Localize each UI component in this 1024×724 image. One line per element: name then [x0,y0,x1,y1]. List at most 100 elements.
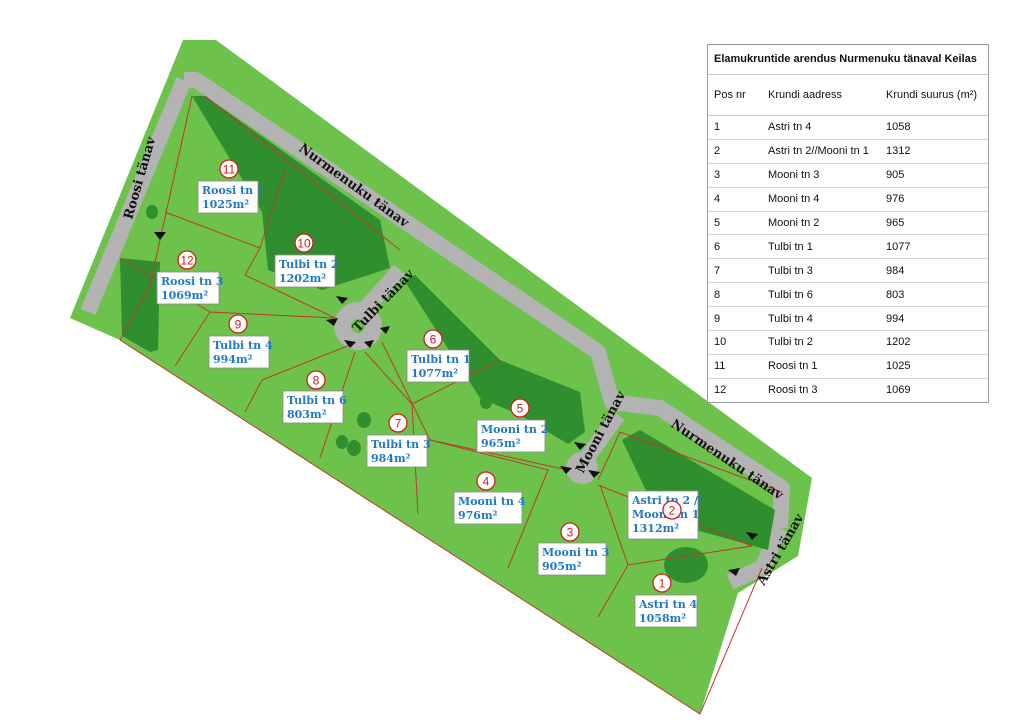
cell-size: 976 [880,187,988,212]
plot-address-text: Mooni tn 3 [542,546,609,559]
plot-area-text: 1077m² [411,367,458,380]
cell-address: Mooni tn 2 [762,211,880,236]
cell-pos: 7 [708,258,762,284]
badge-circle [560,522,580,542]
badge-circle [177,250,197,270]
cell-size: 1312 [880,139,988,164]
plot-address-text: Roosi tn 3 [161,275,224,288]
legend-title: Elamukruntide arendus Nurmenuku tänaval … [708,45,988,75]
plot-number: 11 [223,163,236,177]
plot-number-badge: 12 [177,250,197,270]
plot-number-badge: 9 [228,314,248,334]
plot-area-text: 984m² [371,452,411,465]
header-address: Krundi aadress [762,75,880,116]
plot-address-text: Tulbi tn 6 [287,394,347,407]
forest-area [192,96,390,290]
plot-area-text: 994m² [213,353,253,366]
cell-size: 965 [880,211,988,236]
cell-pos: 2 [708,139,762,164]
plot-address-text: Astri tn 4 [638,598,698,611]
plot-number: 8 [313,374,320,388]
plot-label-box [406,349,470,383]
plot-number-badge: 5 [510,398,530,418]
badge-circle [423,329,443,349]
tree [336,435,348,449]
cell-size: 994 [880,306,988,332]
plot-number-badge: 4 [476,471,496,491]
plot-label-box [453,491,523,525]
plot-number: 12 [180,254,194,268]
badge-circle [228,314,248,334]
badge-circle [476,471,496,491]
cell-address: Tulbi tn 6 [762,282,880,308]
plot-number-badge: 10 [294,233,314,253]
badge-circle [219,159,239,179]
header-pos: Pos nr [708,75,762,116]
cell-size: 984 [880,258,988,284]
plot-number-badge: 8 [306,370,326,390]
cell-address: Roosi tn 1 [762,354,880,379]
plot-number-badge: 11 [219,159,239,179]
plot-label-box [366,434,428,468]
turning-circle-tulbi-inner [351,319,365,333]
cell-pos: 12 [714,384,727,397]
plot-legend-table: Elamukruntide arendus Nurmenuku tänaval … [707,44,989,403]
access-arrows [154,232,758,576]
cell-size: 1202 [880,330,988,355]
badge-circle [388,413,408,433]
cell-address: Tulbi tn 3 [762,258,880,284]
plot-area-text: 1058m² [639,612,686,625]
cell-pos: 3 [708,163,762,188]
cell-size: 803 [880,282,988,308]
plot-address-text: Astri tn 2 // [631,494,703,507]
header-size: Krundi suurus (m²) [880,75,988,116]
tree [357,412,371,428]
cell-size: 1058 [880,115,988,140]
cell-pos: 1 [708,115,762,140]
plot-address-text: Tulbi tn 4 [213,339,273,352]
plot-area-text: 803m² [287,408,327,421]
cell-pos: 5 [708,211,762,236]
tree [480,395,492,409]
plot-address-text: Mooni tn 2 [481,423,548,436]
plot-number-badge: 2 [662,500,682,520]
plot-number: 2 [669,504,676,518]
cell-address: Tulbi tn 1 [762,234,880,260]
plot-number: 3 [567,526,574,540]
cell-size: 1025 [880,354,988,379]
cell-address: Astri tn 4 [762,115,880,140]
plot-label-box [197,180,259,214]
tree [347,440,361,456]
plot-area-text: 1202m² [279,272,326,285]
plot-label-box [627,490,699,540]
badge-circle [662,500,682,520]
cell-pos: 10 [708,330,762,355]
forest-area [404,275,585,444]
plot-area-text: 905m² [542,560,582,573]
turning-circle-mooni [566,452,598,484]
plot-address-text: Tulbi tn 3 [371,438,431,451]
plot-address-text: Tulbi tn 2 [279,258,339,271]
cell-pos: 9 [708,306,762,332]
cell-pos: 8 [708,282,762,308]
plot-label-box [634,594,698,628]
plot-label-box [208,335,270,369]
badge-circle [510,398,530,418]
plot-label-box [274,254,336,288]
plot-label-box [156,271,220,305]
